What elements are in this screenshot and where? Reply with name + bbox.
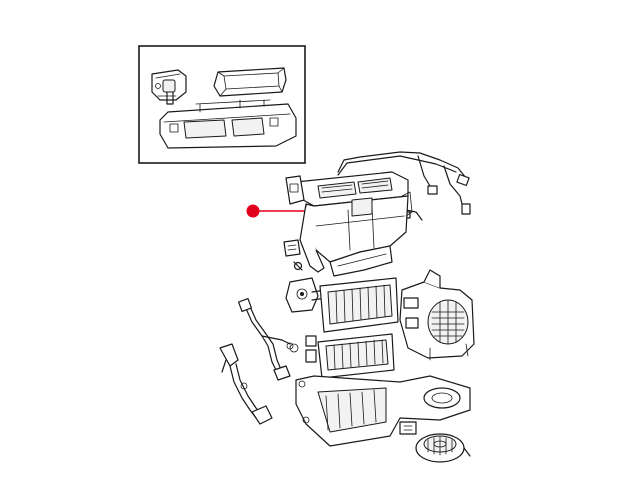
blend-door-actuator-icon [151,69,187,105]
callout-dot [246,204,260,218]
distribution-seal-plate-icon [159,99,297,149]
refrigerant-lines-icon [237,297,294,381]
blower-housing-icon [399,269,475,361]
air-seal-gasket-icon [213,67,287,97]
hvac-upper-housing-icon [285,171,413,277]
heater-tubes-icon [219,343,273,425]
detail-inset-box [138,45,306,164]
heater-core-icon [285,277,399,333]
sensor-connector-icon [283,239,303,271]
blower-motor-icon [415,433,471,463]
evaporator-core-icon [289,333,395,379]
callout-pointer [246,204,313,218]
hvac-lower-housing-icon [295,375,471,447]
